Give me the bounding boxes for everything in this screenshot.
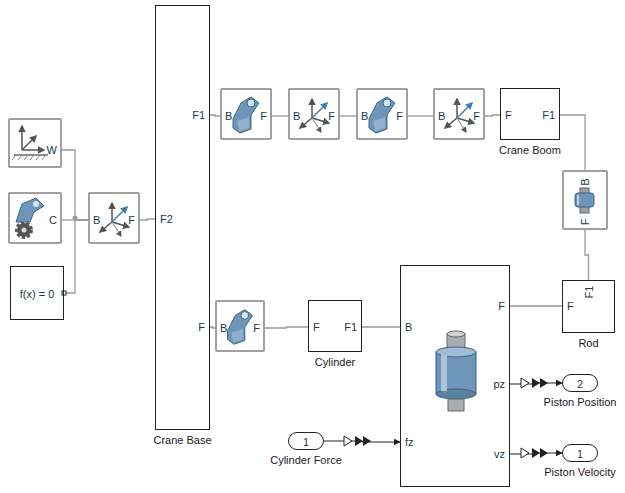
physical-connection: [210, 115, 220, 116]
block-name: Crane Base: [153, 434, 211, 446]
port-label: pz: [493, 378, 505, 390]
outport: 1Piston Velocity: [562, 444, 598, 462]
subsystem-block: F1F2FCrane Base: [155, 5, 210, 430]
block-name: Cylinder Force: [270, 454, 342, 466]
physical-connection: [510, 305, 562, 306]
physical-connection: [62, 150, 88, 220]
port-label: F: [328, 110, 335, 122]
physical-connection: [362, 326, 400, 327]
port-number: 1: [577, 448, 583, 460]
port-label: F1: [542, 109, 555, 121]
port-label: F: [198, 321, 205, 333]
world-frame-block: W: [8, 118, 62, 168]
cylindrical-joint-block: BF: [562, 170, 608, 230]
port-label: F1: [192, 109, 205, 121]
port-label: C: [49, 214, 57, 226]
transform-icon: [300, 99, 329, 132]
solver-port: [62, 291, 66, 295]
physical-connection: [272, 115, 288, 116]
port-label: B: [361, 110, 368, 122]
port-label: B: [225, 110, 232, 122]
solver-config-block: f(x) = 0: [10, 266, 64, 320]
revolute-joint-block: BF: [215, 300, 265, 352]
port-label: F: [567, 300, 574, 312]
port-label: F: [253, 322, 260, 334]
block-name: Crane Boom: [499, 144, 561, 156]
port-label: vz: [494, 448, 505, 460]
port-label: W: [47, 144, 57, 156]
port-label: F2: [160, 213, 173, 225]
mechanism-config-block: C: [8, 192, 62, 244]
physical-connection: [560, 115, 585, 170]
physical-connection: [340, 115, 356, 116]
cylindrical-joint-icon: [575, 188, 594, 213]
mechanism-config-icon: [16, 198, 44, 237]
port-label: F: [498, 300, 505, 312]
revolute-joint-block: BF: [220, 88, 272, 140]
prismatic-joint-icon: [436, 331, 476, 411]
port-label: fz: [405, 436, 414, 448]
revolute-icon: [228, 310, 253, 345]
subsystem-block: FF1Crane Boom: [500, 88, 560, 140]
rigid-transform-block: BF: [433, 88, 485, 140]
port-label: B: [93, 214, 100, 226]
port-label: B: [438, 110, 445, 122]
physical-connection: [265, 327, 308, 328]
physical-connection: [485, 115, 500, 116]
physical-connection: [140, 219, 155, 220]
physical-connection: [408, 115, 433, 116]
port-label: F: [313, 321, 320, 333]
signal-converter: [521, 448, 548, 458]
physical-connection: [64, 220, 88, 293]
subsystem-block: FF1Cylinder: [308, 300, 362, 352]
inport: 1Cylinder Force: [288, 432, 324, 450]
port-label: B: [405, 321, 412, 333]
port-label: F: [579, 219, 591, 226]
subsystem-block: F1FRod: [562, 280, 615, 333]
block-name: Piston Position: [544, 396, 617, 408]
block-name: Piston Velocity: [544, 466, 616, 478]
outport: 2Piston Position: [562, 374, 598, 392]
prismatic-joint-block: F Bpz vz fz: [400, 265, 510, 487]
signal-converter: [521, 378, 548, 388]
rigid-transform-block: BF: [88, 192, 140, 244]
block-name: Rod: [578, 337, 598, 349]
transform-icon: [100, 203, 129, 236]
transform-icon: [445, 99, 474, 132]
rigid-transform-block: BF: [288, 88, 340, 140]
port-label: F1: [344, 321, 357, 333]
port-label: B: [293, 110, 300, 122]
port-label: B: [579, 178, 591, 185]
port-label: F: [505, 109, 512, 121]
port-label: F1: [583, 286, 595, 299]
revolute-icon: [233, 97, 259, 133]
revolute-joint-block: BF: [356, 88, 408, 140]
port-label: F: [128, 214, 135, 226]
port-number: 2: [577, 378, 583, 390]
port-number: 1: [303, 436, 309, 448]
port-label: B: [220, 322, 227, 334]
signal-converter: [344, 436, 371, 446]
revolute-icon: [369, 97, 395, 133]
world-frame-icon: [12, 126, 48, 160]
port-label: F: [260, 110, 267, 122]
block-name: Cylinder: [315, 356, 355, 368]
port-label: F: [473, 110, 480, 122]
port-label: F: [396, 110, 403, 122]
physical-connection: [585, 230, 589, 280]
port-label: f(x) = 0: [20, 288, 55, 300]
connection-junction: [73, 216, 78, 221]
